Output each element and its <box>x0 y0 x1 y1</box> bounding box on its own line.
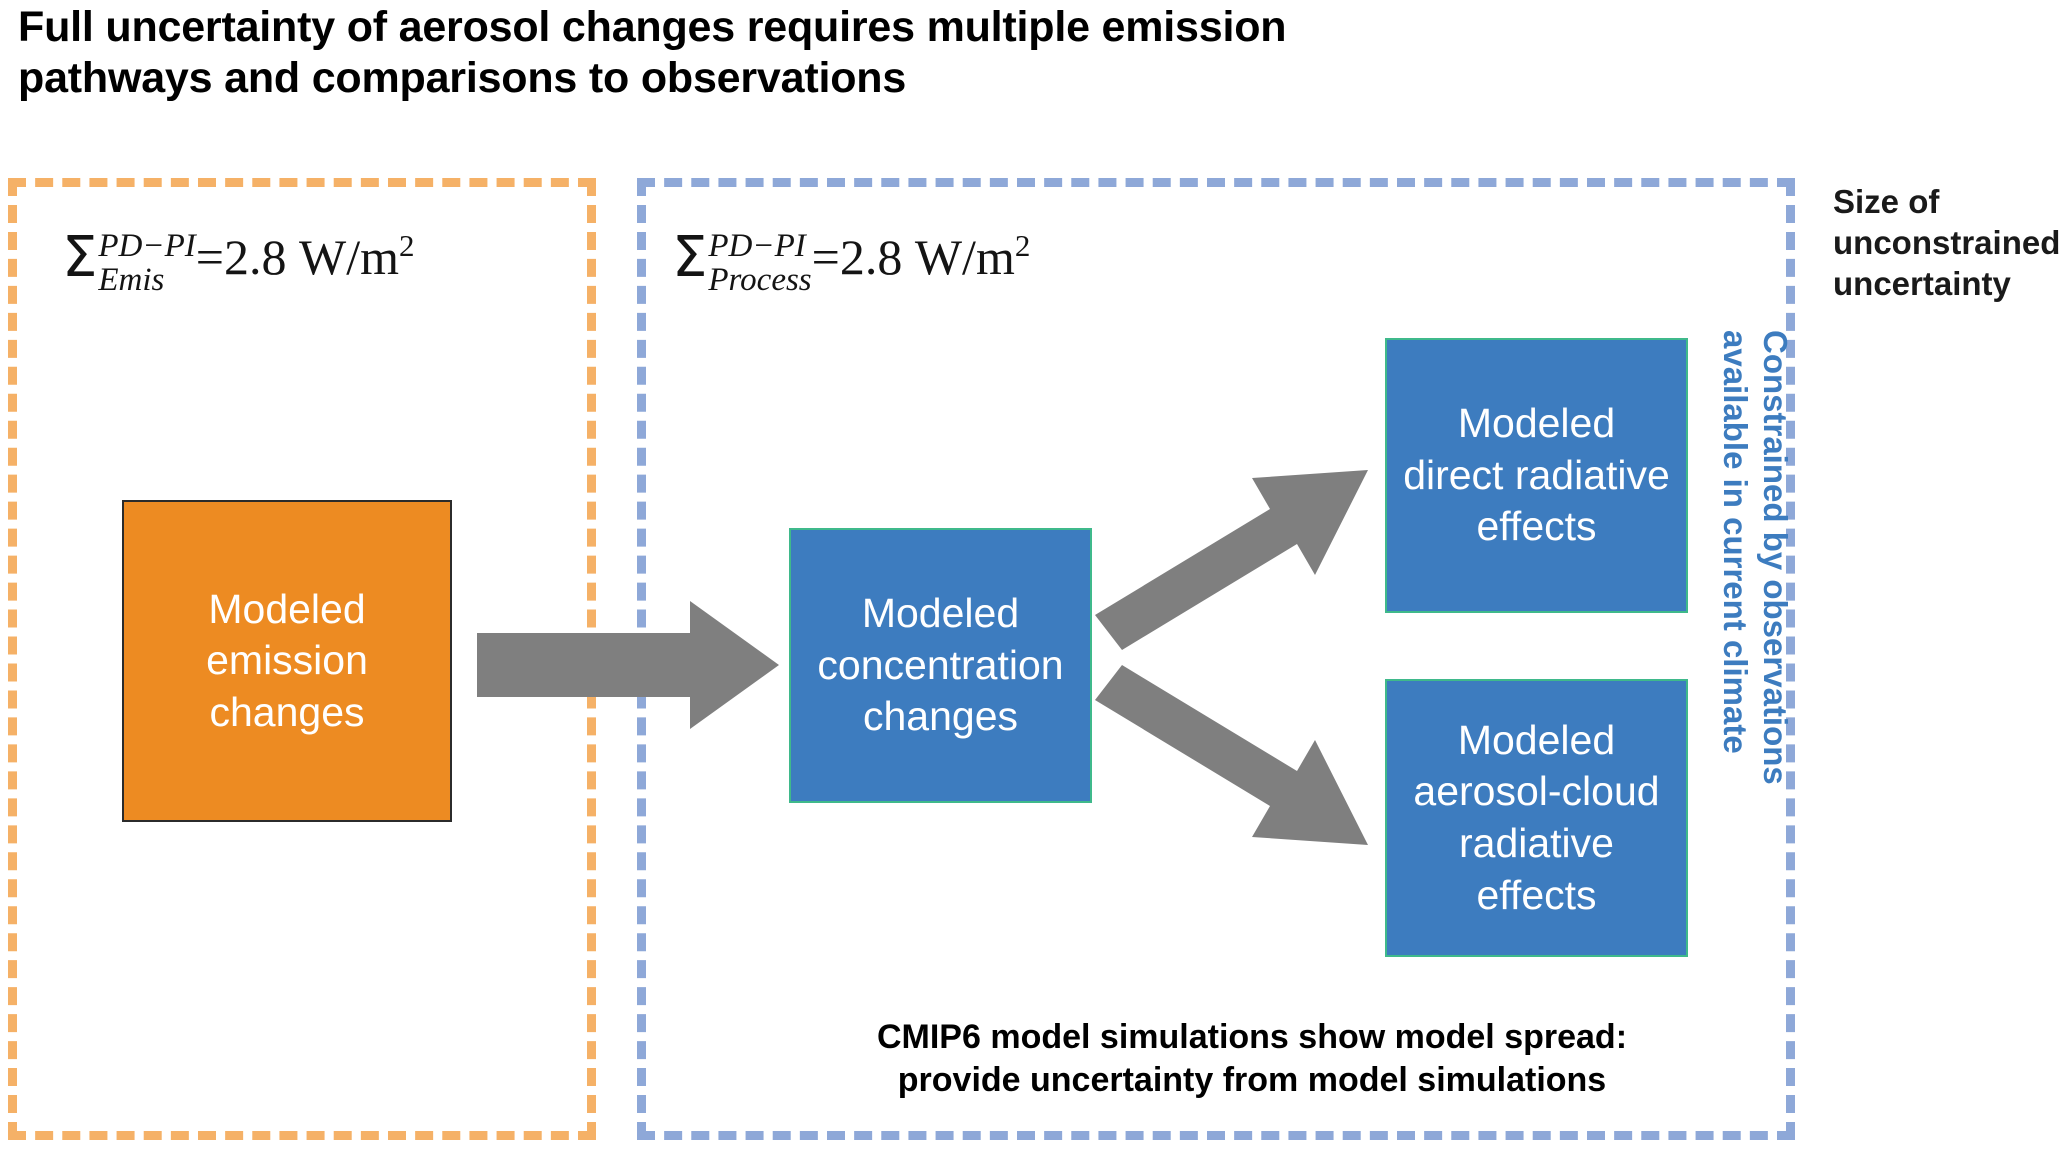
cmip6-caption: CMIP6 model simulations show model sprea… <box>812 1016 1692 1101</box>
box-aerosol-cloud-line-1: Modeled <box>1457 716 1616 763</box>
constrained-label-line-2: available in current climate <box>1716 330 1754 754</box>
box-modeled-aerosol-cloud-radiative-effects[interactable]: Modeled aerosol-cloud radiative effects <box>1385 679 1688 957</box>
box-modeled-emission-changes[interactable]: Modeled emission changes <box>122 500 452 822</box>
box-modeled-concentration-changes[interactable]: Modeled concentration changes <box>789 528 1092 803</box>
box-aerosol-cloud-line-4: effects <box>1476 871 1597 918</box>
box-direct-line-2: direct radiative <box>1403 451 1670 498</box>
box-direct-line-3: effects <box>1476 503 1597 550</box>
sigma-symbol-emissions: Σ <box>62 224 98 290</box>
box-modeled-direct-radiative-effects[interactable]: Modeled direct radiative effects <box>1385 338 1688 613</box>
box-direct-line-1: Modeled <box>1457 400 1616 447</box>
box-aerosol-cloud-text: Modeled aerosol-cloud radiative effects <box>1413 715 1659 922</box>
process-superscript: PD−PI <box>708 228 806 264</box>
size-of-unconstrained-uncertainty-label: Size of unconstrained uncertainty <box>1833 182 2067 305</box>
box-emission-line-2: emission <box>206 637 368 684</box>
process-value: =2.8 W/m <box>811 228 1015 285</box>
size-label-line-1: Size of <box>1833 183 1940 220</box>
box-emission-line-3: changes <box>209 688 365 735</box>
page-title-line-1: Full uncertainty of aerosol changes requ… <box>18 3 1287 51</box>
process-unit-exponent: 2 <box>1014 228 1031 264</box>
box-aerosol-cloud-line-3: radiative <box>1459 820 1614 866</box>
emissions-unit-exponent: 2 <box>398 228 415 264</box>
page-title-line-2: pathways and comparisons to observations <box>18 53 907 102</box>
box-concentration-text: Modeled concentration changes <box>817 588 1063 743</box>
box-concentration-line-2: concentration <box>817 641 1064 688</box>
box-aerosol-cloud-line-2: aerosol-cloud <box>1413 768 1660 815</box>
box-concentration-line-1: Modeled <box>861 590 1020 637</box>
constrained-by-observations-label: Constrained by observations available in… <box>1675 330 1795 930</box>
size-label-line-3: uncertainty <box>1833 264 2011 302</box>
box-concentration-line-3: changes <box>862 693 1018 740</box>
constrained-label-line-1: Constrained by observations <box>1757 330 1794 785</box>
box-direct-text: Modeled direct radiative effects <box>1403 398 1670 553</box>
box-emission-line-1: Modeled <box>208 585 366 632</box>
cmip6-caption-line-1: CMIP6 model simulations show model sprea… <box>876 1018 1628 1056</box>
emissions-superscript: PD−PI <box>98 228 196 264</box>
emissions-value: =2.8 W/m <box>195 228 399 285</box>
page-title: Full uncertainty of aerosol changes requ… <box>18 2 1658 103</box>
box-emission-text: Modeled emission changes <box>206 584 368 739</box>
process-subscript: Process <box>708 262 812 299</box>
emissions-subscript: Emis <box>98 262 165 299</box>
cmip6-caption-line-2: provide uncertainty from model simulatio… <box>897 1060 1607 1099</box>
size-label-line-2: unconstrained <box>1833 223 2061 261</box>
sigma-symbol-process: Σ <box>672 224 708 290</box>
